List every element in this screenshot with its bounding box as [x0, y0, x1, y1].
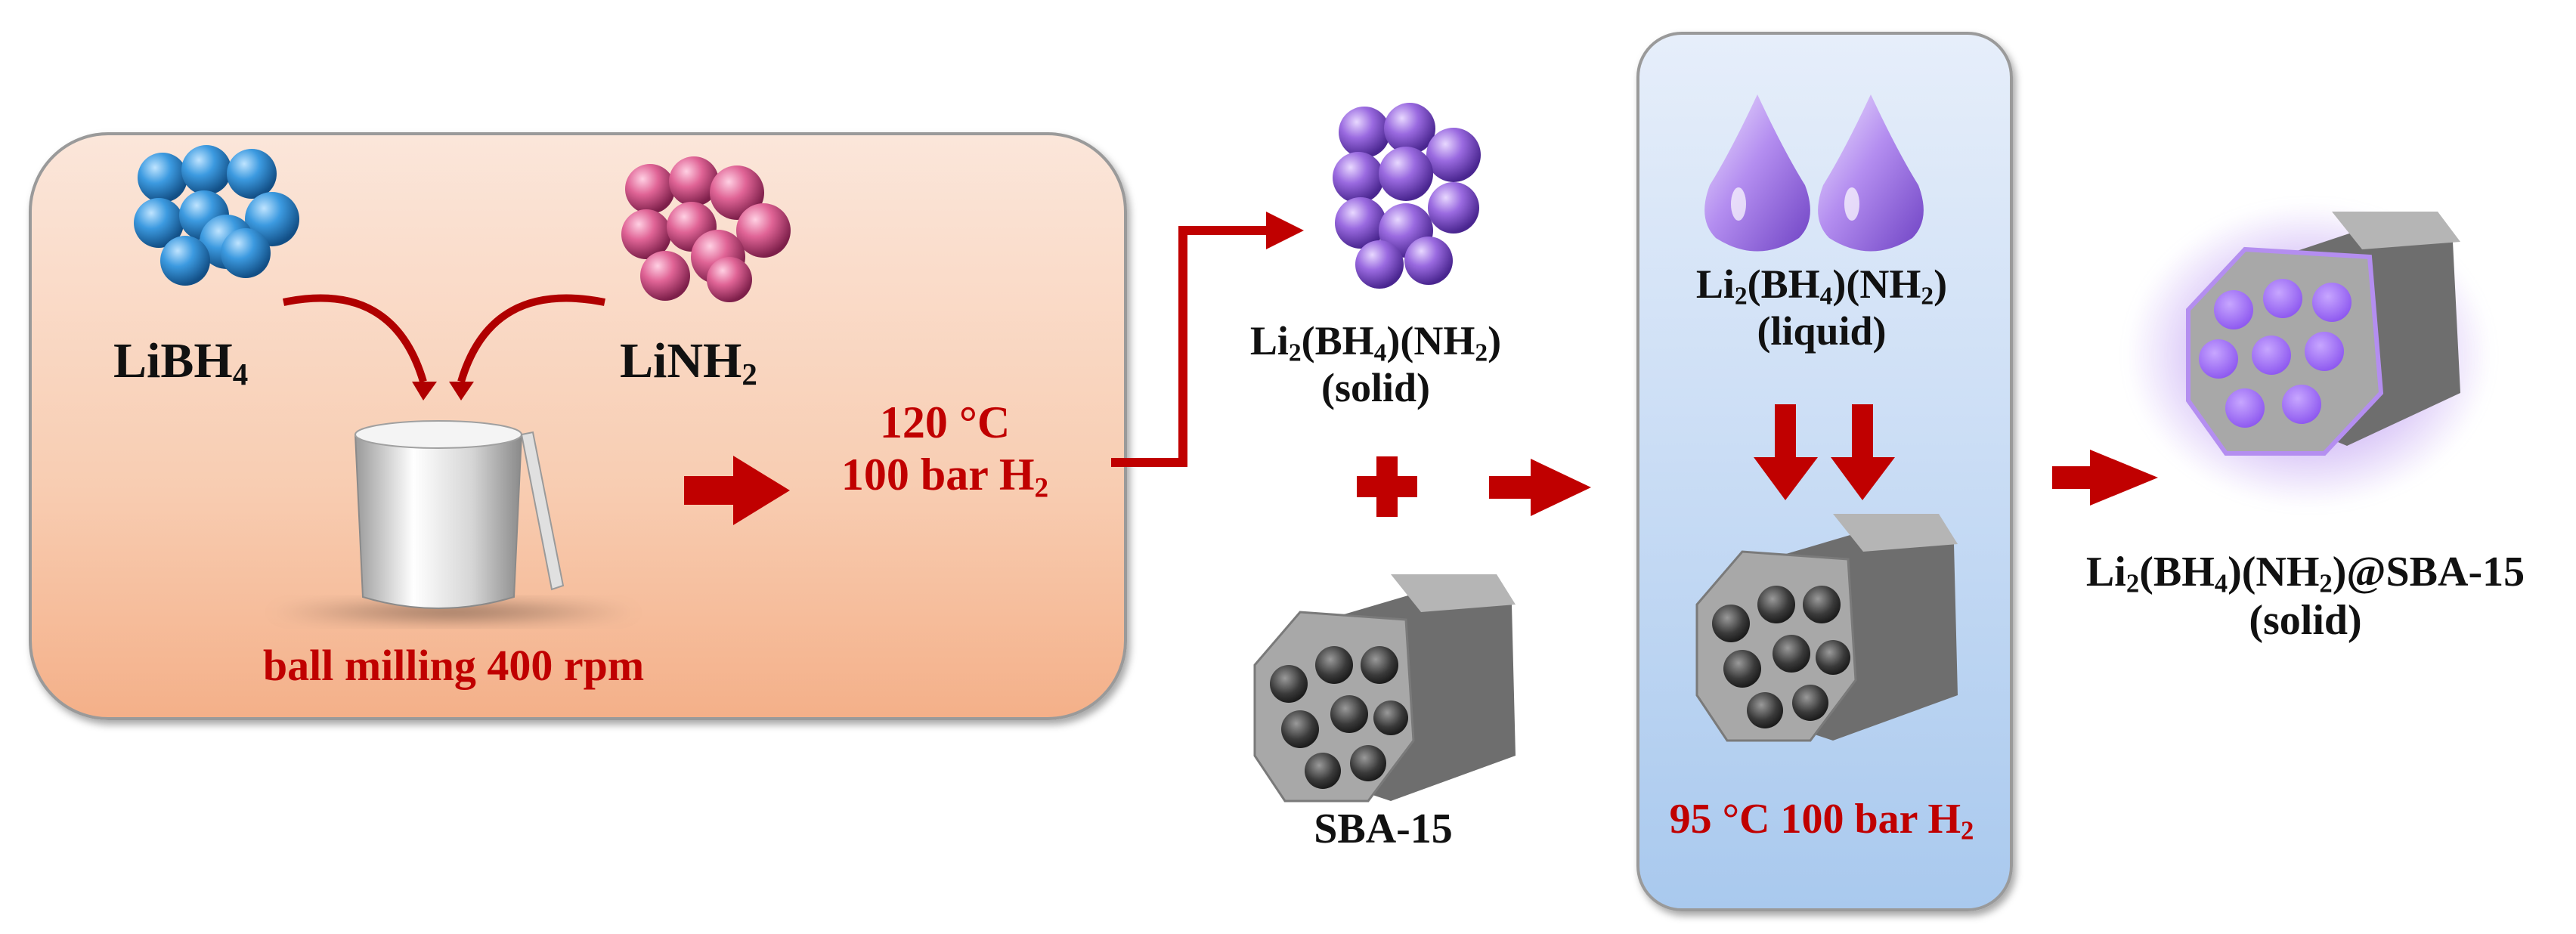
arrow-icon: [412, 382, 437, 401]
melt-infiltration-panel: [1636, 32, 2013, 911]
sphere-cluster-icon: [621, 156, 791, 302]
arrow-icon: [1489, 459, 1591, 516]
linh2-label: LiNH2: [620, 333, 757, 392]
temperature-label-2: 95 °C 100 bar H2: [1669, 796, 1974, 846]
arrow-icon: [1754, 404, 1895, 500]
liquid-intermediate-label: Li2(BH4)(NH2) (liquid): [1695, 261, 1948, 354]
ball-mill-jar-icon: [265, 420, 642, 623]
arrow-icon: [282, 294, 605, 383]
mesoporous-silica-icon: [2128, 204, 2491, 506]
droplet-icon: [1704, 94, 1810, 252]
arrow-icon: [2052, 450, 2158, 506]
sphere-cluster-icon: [134, 145, 299, 286]
solid-intermediate-label: Li2(BH4)(NH2) (solid): [1249, 318, 1502, 411]
libh4-label: LiBH4: [113, 333, 249, 392]
arrow-icon: [684, 456, 790, 525]
mesoporous-silica-icon: [1695, 514, 1958, 742]
arrow-icon: [1111, 212, 1304, 467]
plus-icon: [1357, 456, 1417, 517]
sphere-cluster-icon: [1333, 103, 1481, 289]
sba15-label: SBA-15: [1314, 806, 1453, 852]
droplet-icon: [1818, 94, 1924, 252]
ball-milling-label: ball milling 400 rpm: [262, 641, 645, 690]
arrow-icon: [449, 382, 474, 401]
product-label: Li2(BH4)(NH2)@SBA-15 (solid): [2085, 549, 2525, 645]
temperature-label-1: 120 °C 100 bar H2: [841, 397, 1049, 504]
mesoporous-silica-icon: [1253, 574, 1516, 803]
